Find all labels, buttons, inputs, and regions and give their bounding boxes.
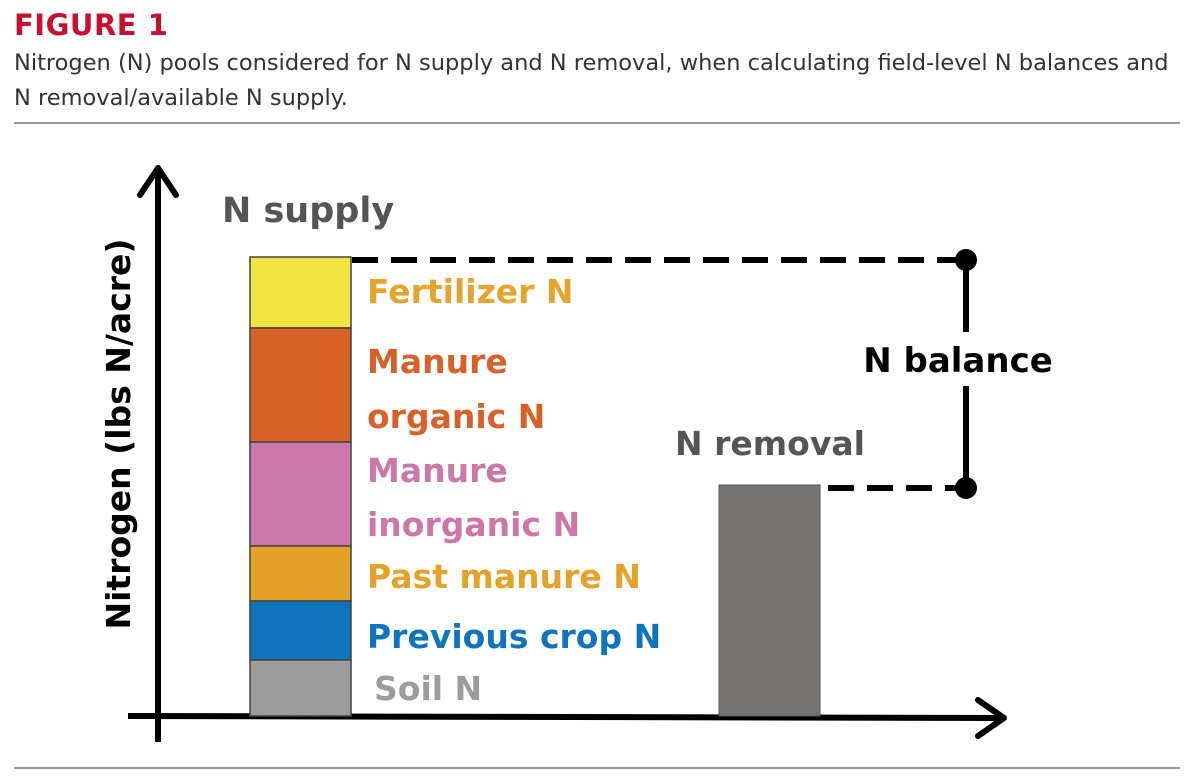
supply-segment-1 [249,327,352,443]
supply-title: N supply [222,191,394,231]
supply-pool-label-4-line-0: Previous crop N [367,617,661,656]
supply-segment-5 [249,659,352,717]
figure-caption: Nitrogen (N) pools considered for N supp… [14,50,1169,111]
figure-label: FIGURE 1 [14,8,169,42]
supply-pool-label-0-line-0: Fertilizer N [367,272,574,311]
removal-bar [718,484,821,717]
supply-segment-2 [249,441,352,547]
bottom-divider [14,767,1180,769]
supply-pool-label-2-line-0: Manure [367,451,508,490]
top-divider [14,122,1180,124]
supply-pool-labels: Fertilizer N Manure organic N Manure inorgan… [367,272,661,708]
removal-level-dot [955,477,977,499]
supply-pool-label-1-line-0: Manure [367,342,508,381]
balance-bracket [352,249,977,499]
supply-pool-label-1-line-1: organic N [367,397,545,436]
supply-level-dot [955,249,977,271]
removal-title: N removal [675,424,865,463]
supply-segment-0 [249,256,352,329]
y-axis-label: Nitrogen (lbs N/acre) [99,238,138,629]
supply-segment-3 [249,545,352,602]
supply-stacked-bar [249,256,352,717]
supply-pool-label-5-line-0: Soil N [374,669,482,708]
supply-pool-label-3-line-0: Past manure N [367,557,641,596]
y-axis-arrowhead [137,165,179,198]
balance-label: N balance [863,341,1053,381]
supply-pool-label-2-line-1: inorganic N [367,505,580,544]
x-axis-arrowhead [975,697,1007,739]
supply-segment-4 [249,600,352,661]
